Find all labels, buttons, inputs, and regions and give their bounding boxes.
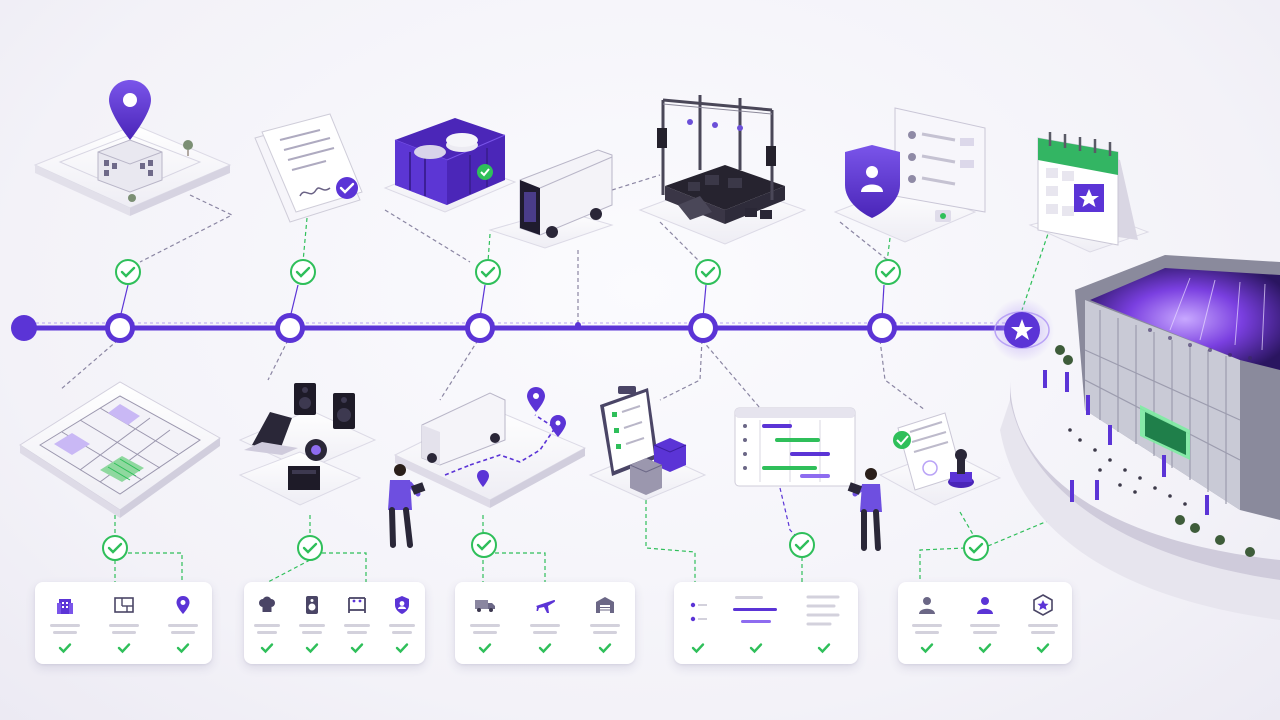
check-badges xyxy=(102,259,989,561)
check-icon xyxy=(789,532,815,558)
check-icon xyxy=(1036,643,1050,654)
check-icon xyxy=(58,643,71,654)
check-icon xyxy=(475,259,501,285)
check-icon xyxy=(297,535,323,561)
check-icon xyxy=(817,643,831,654)
location-pin-icon xyxy=(176,596,189,614)
connector-lines xyxy=(59,174,1051,583)
summary-card-logistics[interactable] xyxy=(455,582,635,664)
approved-document-stamp-icon xyxy=(878,412,1002,506)
speaker-icon xyxy=(305,596,318,614)
check-icon xyxy=(598,643,612,654)
summary-card-attendance[interactable] xyxy=(898,582,1072,664)
equipment-crate-truck-icon xyxy=(383,118,614,249)
vip-badge-icon xyxy=(1033,594,1053,616)
delivery-route-icon xyxy=(393,387,587,508)
staff-member-figure xyxy=(388,464,426,548)
main-timeline xyxy=(11,298,1054,362)
illuminated-arena-icon xyxy=(1000,255,1280,620)
attendee-icon xyxy=(977,597,993,614)
timeline-node-3[interactable] xyxy=(465,313,495,343)
check-icon xyxy=(538,643,552,654)
staff-member-icon xyxy=(919,597,935,614)
check-icon xyxy=(395,643,409,654)
floor-plan-icon xyxy=(19,381,221,518)
check-icon xyxy=(695,259,721,285)
attendee-figure xyxy=(847,468,882,551)
star-icon xyxy=(1011,319,1033,340)
check-icon xyxy=(978,643,992,654)
floor-plan-icon xyxy=(113,597,134,613)
airplane-icon xyxy=(536,600,556,613)
stage-truss-icon xyxy=(638,95,807,245)
timeline-node-1[interactable] xyxy=(105,313,135,343)
signed-contract-icon xyxy=(254,113,363,223)
building-icon xyxy=(56,599,73,614)
summary-card-services[interactable] xyxy=(244,582,425,664)
schedule-gantt-icon xyxy=(734,407,856,487)
check-icon xyxy=(350,643,363,654)
check-icon xyxy=(290,259,316,285)
av-equipment-icon xyxy=(238,383,377,506)
check-icon xyxy=(260,643,273,654)
check-icon xyxy=(875,259,901,285)
timeline-list-icon xyxy=(690,602,707,622)
calendar-star-icon xyxy=(1028,132,1150,253)
check-icon xyxy=(117,643,130,654)
inventory-checklist-icon xyxy=(588,386,707,501)
check-icon xyxy=(176,643,189,654)
security-badge-icon xyxy=(395,596,409,614)
check-icon xyxy=(115,259,141,285)
summary-card-schedule[interactable] xyxy=(674,582,858,664)
check-icon xyxy=(691,643,705,654)
gantt-bars-icon xyxy=(733,596,777,623)
timeline-finish-star-node[interactable] xyxy=(990,298,1054,362)
warehouse-icon xyxy=(596,597,614,613)
check-icon xyxy=(471,532,497,558)
notes-icon xyxy=(806,595,840,626)
check-icon xyxy=(102,535,128,561)
summary-card-venue[interactable] xyxy=(35,582,212,664)
check-icon xyxy=(749,643,763,654)
check-icon xyxy=(920,643,934,654)
timeline-node-4[interactable] xyxy=(688,313,718,343)
security-shield-staff-list-icon xyxy=(833,107,986,243)
timeline-node-2[interactable] xyxy=(275,313,305,343)
delivery-truck-icon xyxy=(475,600,495,612)
timeline-start-node[interactable] xyxy=(11,315,37,341)
location-pin-building-icon xyxy=(33,80,232,216)
chef-hat-icon xyxy=(258,596,275,612)
timeline-node-5[interactable] xyxy=(867,313,897,343)
check-icon xyxy=(963,535,989,561)
check-icon xyxy=(478,643,492,654)
stage-truss-icon xyxy=(347,597,366,613)
check-icon xyxy=(305,643,318,654)
